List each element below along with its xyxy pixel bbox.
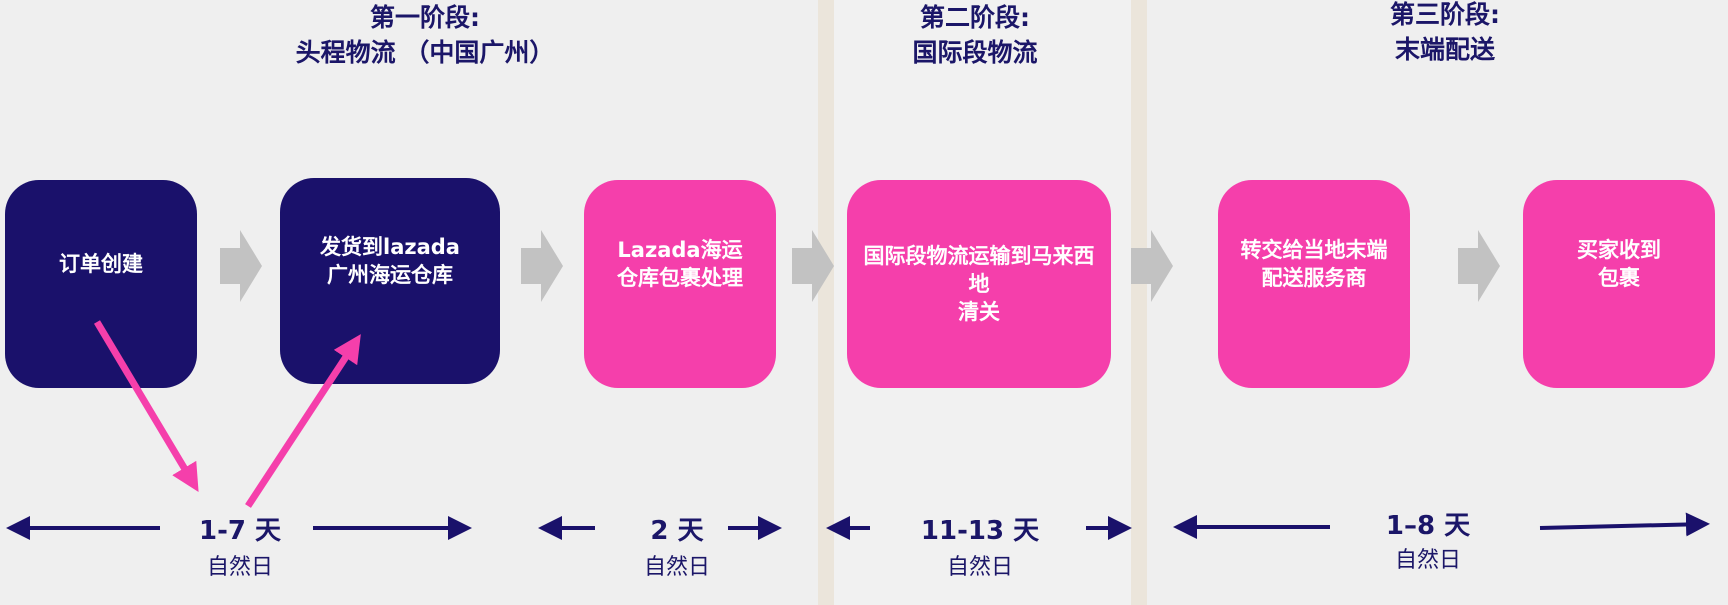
step-label: Lazada海运 仓库包裹处理 — [617, 238, 743, 290]
duration-arrow-right — [1539, 512, 1710, 537]
step-label: 订单创建 — [59, 252, 143, 276]
duration-unit: 自然日 — [643, 555, 710, 580]
step-arrow-icon — [1458, 230, 1500, 302]
stage-title-line: 第二阶段: — [920, 3, 1030, 32]
duration-value: 1–8 天 — [1385, 511, 1471, 541]
duration-unit: 自然日 — [206, 555, 273, 580]
stage-title-line: 国际段物流 — [912, 38, 1038, 67]
pink-diagonal-arrow — [245, 334, 361, 508]
stage-title-line: 第三阶段: — [1390, 0, 1500, 29]
duration-unit: 自然日 — [1394, 548, 1461, 573]
stage-title-3: 第三阶段: 末端配送 — [1330, 0, 1560, 67]
step-label: 转交给当地末端 配送服务商 — [1240, 238, 1388, 290]
step-box-international-transport: 国际段物流运输到马来西 地 清关 — [847, 180, 1111, 388]
stage-title-1: 第一阶段: 头程物流 （中国广州） — [250, 0, 600, 70]
duration-value: 1-7 天 — [198, 516, 282, 546]
stage-title-2: 第二阶段: 国际段物流 — [860, 0, 1090, 70]
step-label: 买家收到 包裹 — [1577, 238, 1661, 290]
step-label: 国际段物流运输到马来西 地 清关 — [863, 244, 1095, 324]
duration-unit: 自然日 — [946, 555, 1013, 580]
step-box-local-carrier: 转交给当地末端 配送服务商 — [1218, 180, 1410, 388]
step-arrow-icon — [521, 230, 563, 302]
duration-value: 2 天 — [650, 516, 704, 546]
stage-divider — [1131, 0, 1147, 605]
step-label: 发货到lazada 广州海运仓库 — [320, 235, 460, 287]
pink-diagonal-arrow — [93, 320, 199, 493]
duration-value: 11-13 天 — [920, 516, 1040, 546]
step-box-order-created: 订单创建 — [5, 180, 197, 388]
stage-title-line: 头程物流 （中国广州） — [295, 38, 555, 67]
step-arrow-icon — [1131, 230, 1173, 302]
step-box-ship-to-warehouse: 发货到lazada 广州海运仓库 — [280, 178, 500, 384]
stage-title-line: 第一阶段: — [370, 3, 480, 32]
step-box-warehouse-processing: Lazada海运 仓库包裹处理 — [584, 180, 776, 388]
step-box-buyer-received: 买家收到 包裹 — [1523, 180, 1715, 388]
step-arrow-icon — [792, 230, 834, 302]
step-arrow-icon — [220, 230, 262, 302]
stage-title-line: 末端配送 — [1394, 35, 1495, 64]
stage-divider — [818, 0, 834, 605]
